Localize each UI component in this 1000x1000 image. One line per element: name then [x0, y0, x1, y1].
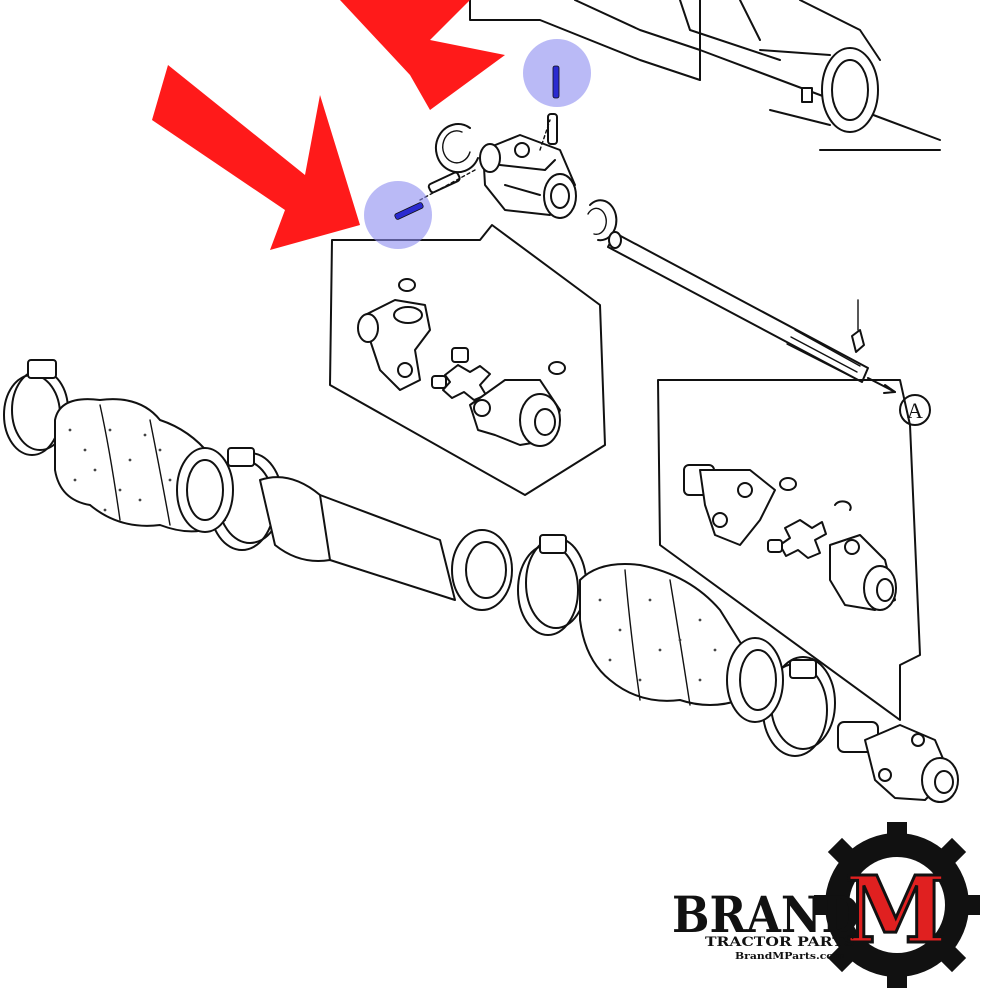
transmission-housing [469, 0, 941, 151]
logo-brand-text: BRAND [672, 885, 860, 944]
woodruff-key [851, 299, 865, 353]
exploded-view-box-upper [329, 224, 606, 496]
red-arrow-upper [340, 0, 505, 110]
splined-shaft [607, 231, 896, 394]
roll-pin-upper [547, 113, 558, 145]
snap-ring-right [587, 199, 618, 242]
highlight-roll-pin-upper [523, 39, 591, 107]
upper-universal-joint [479, 134, 577, 219]
gear-icon [814, 822, 980, 988]
protective-boot-right [579, 563, 784, 723]
highlight-roll-pin-left [364, 181, 432, 249]
boot-left-texture [68, 428, 172, 512]
snap-ring-upper [434, 123, 479, 174]
boot-right-texture [598, 598, 717, 682]
logo-m-letter: M [845, 856, 947, 964]
logo-website: BrandMParts.com [735, 952, 846, 962]
hose-clamp-3 [517, 534, 587, 636]
exploded-view-box-lower [657, 379, 921, 721]
red-arrow-lower [152, 65, 360, 250]
center-tube [259, 476, 513, 611]
protective-boot-left [54, 398, 234, 533]
callout-a-label: A [907, 398, 923, 423]
brand-m-logo: BRAND M TRACTOR PARTS BrandMParts.com [672, 822, 980, 988]
roll-pin-left [427, 171, 461, 194]
lower-universal-joint [837, 721, 959, 803]
logo-subtitle: TRACTOR PARTS [705, 935, 855, 950]
